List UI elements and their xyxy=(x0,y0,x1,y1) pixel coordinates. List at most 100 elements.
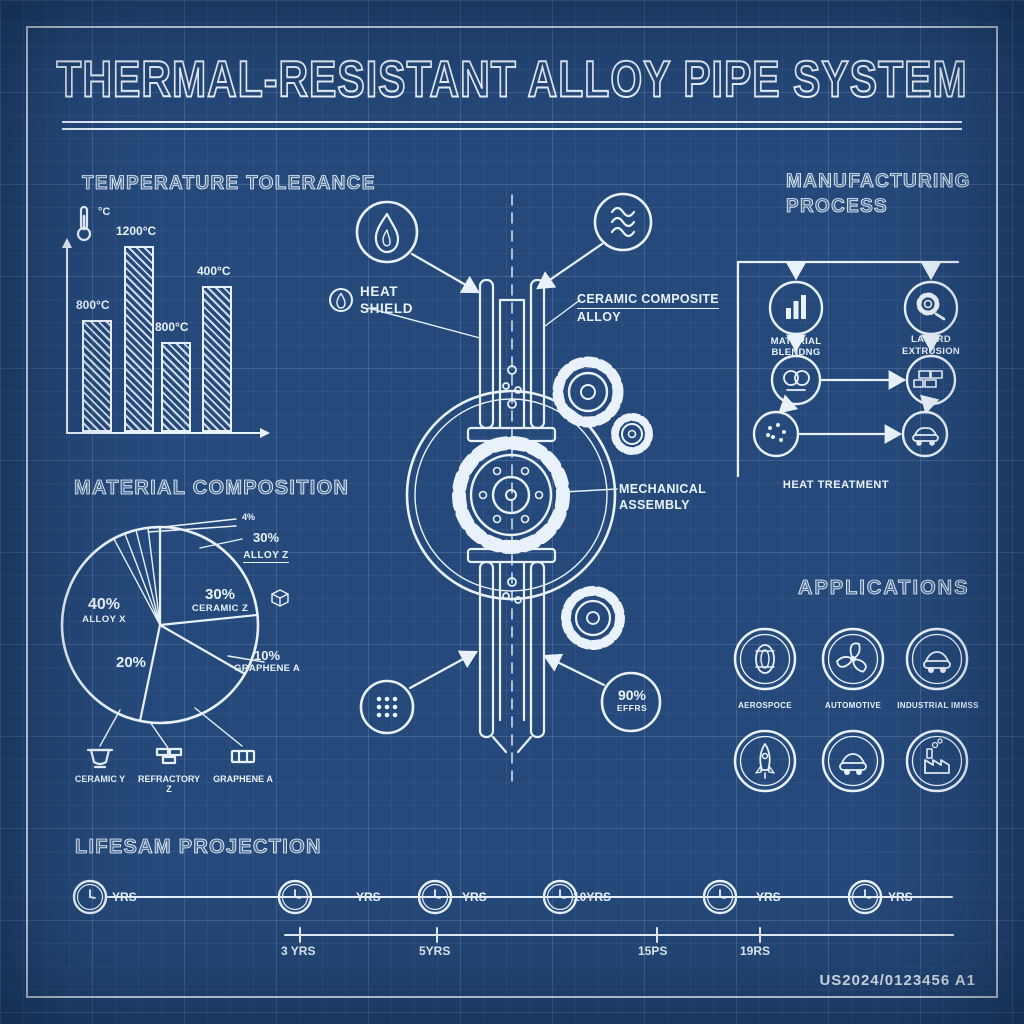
efficiency-arrow xyxy=(543,653,606,687)
heat-shield-line1: HEAT xyxy=(360,284,399,299)
temperature-bar-chart: 800°C 1200°C 800°C 400°C xyxy=(58,222,273,438)
thermometer-icon xyxy=(76,205,92,242)
step2-line2: EXTRUSION xyxy=(901,346,961,357)
tick-label-19rs: 19RS xyxy=(740,944,771,958)
bar-800-2 xyxy=(161,342,191,432)
manufacturing-heading-line2: PROCESS xyxy=(786,196,889,218)
y-axis xyxy=(66,248,68,434)
car-icon xyxy=(821,729,885,793)
legend-item-ceramic: CERAMIC Y xyxy=(68,742,132,784)
mechanical-line2: ASSEMBLY xyxy=(619,498,690,512)
efficiency-value: 90% xyxy=(617,687,647,703)
patent-number: US2024/0123456 A1 xyxy=(819,972,976,989)
bar-chart-icon xyxy=(768,280,824,336)
mechanical-assembly-label: MECHANICAL ASSEMBLY xyxy=(619,481,706,513)
blend-icon xyxy=(770,354,822,406)
bar-label-1: 800°C xyxy=(76,298,110,312)
dots-icon xyxy=(359,679,415,735)
efficiency-label: 90% EFFRS xyxy=(603,687,661,713)
clock-icon xyxy=(72,879,108,915)
efficiency-circle xyxy=(600,671,662,733)
jet-engine-icon xyxy=(733,627,797,691)
pie-label-alloyz: 30% ALLOY Z xyxy=(228,530,304,563)
car-process-icon xyxy=(901,410,949,458)
temperature-unit: °C xyxy=(98,206,111,218)
tick-label-15ps: 15PS xyxy=(638,944,668,958)
pie-name-alloyx: ALLOY X xyxy=(82,614,126,625)
bar-label-3: 800°C xyxy=(155,320,189,334)
bricks-icon xyxy=(155,747,183,765)
lifespan-heading: LIFESAM PROJECTION xyxy=(75,836,322,859)
pie-name-alloyz: ALLOY Z xyxy=(243,550,289,563)
pie-name-graphene: GRAPHENE A xyxy=(234,663,300,674)
upper-pipe xyxy=(478,278,546,430)
mechanical-line1: MECHANICAL xyxy=(619,482,707,496)
tick-label-5yrs: 5YRS xyxy=(419,944,451,958)
pie-pct-alloyz: 30% xyxy=(252,530,280,545)
brick-icon xyxy=(230,749,256,764)
yrs-label-2: YRS xyxy=(356,890,381,904)
legend-item-graphene: GRAPHENE A xyxy=(211,742,275,784)
pie-label-20: 20% xyxy=(116,654,147,671)
yrs-label-3: YRS xyxy=(462,890,487,904)
label-leader-lines xyxy=(367,299,618,493)
coil-icon xyxy=(593,192,653,252)
pie-pct-alloyx: 40% xyxy=(87,596,121,613)
efficiency-sub: EFFRS xyxy=(616,703,648,713)
ceramic-line1: CERAMIC COMPOSITE xyxy=(577,291,719,309)
heat-shield-label: HEAT SHIELD xyxy=(360,283,413,317)
legend-label-ceramic: CERAMIC Y xyxy=(74,774,126,784)
applications-heading: APPLICATIONS xyxy=(798,577,970,600)
app-label-aerospace: AEROSPOCE xyxy=(738,701,792,710)
tick-label-3yrs: 3 YRS xyxy=(281,944,316,958)
pie-pct-ceramicz: 30% xyxy=(204,586,236,603)
pie-pct-graphene: 10% xyxy=(253,648,281,663)
central-hub xyxy=(405,389,617,601)
yrs-label-1: YRS xyxy=(112,890,137,904)
applications-icons xyxy=(733,627,969,793)
turbine-icon xyxy=(821,627,885,691)
pie-name-ceramicz: CERAMIC Z xyxy=(191,603,249,614)
yrs-label-mid: 10YRS xyxy=(573,890,612,904)
page-title: THERMAL-RESISTANT ALLOY PIPE SYSTEM xyxy=(56,49,968,109)
upper-gears xyxy=(552,356,653,455)
temperature-heading: TEMPERATURE TOLERANCE xyxy=(82,173,376,195)
step-heat-treatment: HEAT TREATMENT xyxy=(782,479,890,491)
bar-400 xyxy=(202,286,232,432)
industrial-machine-icon xyxy=(905,627,969,691)
mini-flame-icon xyxy=(329,288,353,312)
yrs-label-4: YRS xyxy=(756,890,781,904)
pie-label-sliver: 4% xyxy=(242,512,256,522)
heat-shield-line2: SHIELD xyxy=(360,301,414,316)
rocket-icon xyxy=(733,729,797,793)
x-axis-arrow xyxy=(260,428,270,438)
cube-icon xyxy=(271,589,289,607)
lifespan-timeline xyxy=(72,879,954,943)
factory-icon xyxy=(905,729,969,793)
coil-arrow xyxy=(536,242,604,290)
pie-label-graphene: 10% GRAPHENE A xyxy=(226,648,308,674)
crucible-icon xyxy=(86,748,114,769)
lower-pipe xyxy=(478,560,546,754)
app-label-industrial: INDUSTRIAL IMMSS xyxy=(897,701,979,710)
flame-arrow xyxy=(410,252,480,294)
pie-leader-lines xyxy=(99,518,265,749)
bar-800-1 xyxy=(82,320,112,432)
pie-label-alloyx: 40% ALLOY X xyxy=(72,596,136,625)
material-heading: MATERIAL COMPOSITION xyxy=(74,477,350,500)
pie-slice-lines xyxy=(113,525,259,723)
bar-1200 xyxy=(124,246,154,432)
bar-label-4: 400°C xyxy=(197,264,231,278)
app-label-automotive: AUTOMOTIVE xyxy=(824,701,882,710)
legend-item-refractory: REFRACTORY Z xyxy=(136,742,202,794)
step-layered-extrusion: LAYERD EXTRUSION xyxy=(881,334,981,358)
y-axis-arrow xyxy=(62,238,72,248)
particles-icon xyxy=(752,410,800,458)
step2-line1: LAYERD xyxy=(911,334,951,345)
pipe-assembly-diagram xyxy=(355,192,662,786)
material-pie-chart xyxy=(60,518,265,749)
pie-label-ceramicz: 30% CERAMIC Z xyxy=(184,586,256,614)
bricks-stack-icon xyxy=(905,354,957,406)
lower-gear xyxy=(561,586,625,650)
legend-label-graphene: GRAPHENE A xyxy=(213,774,273,784)
